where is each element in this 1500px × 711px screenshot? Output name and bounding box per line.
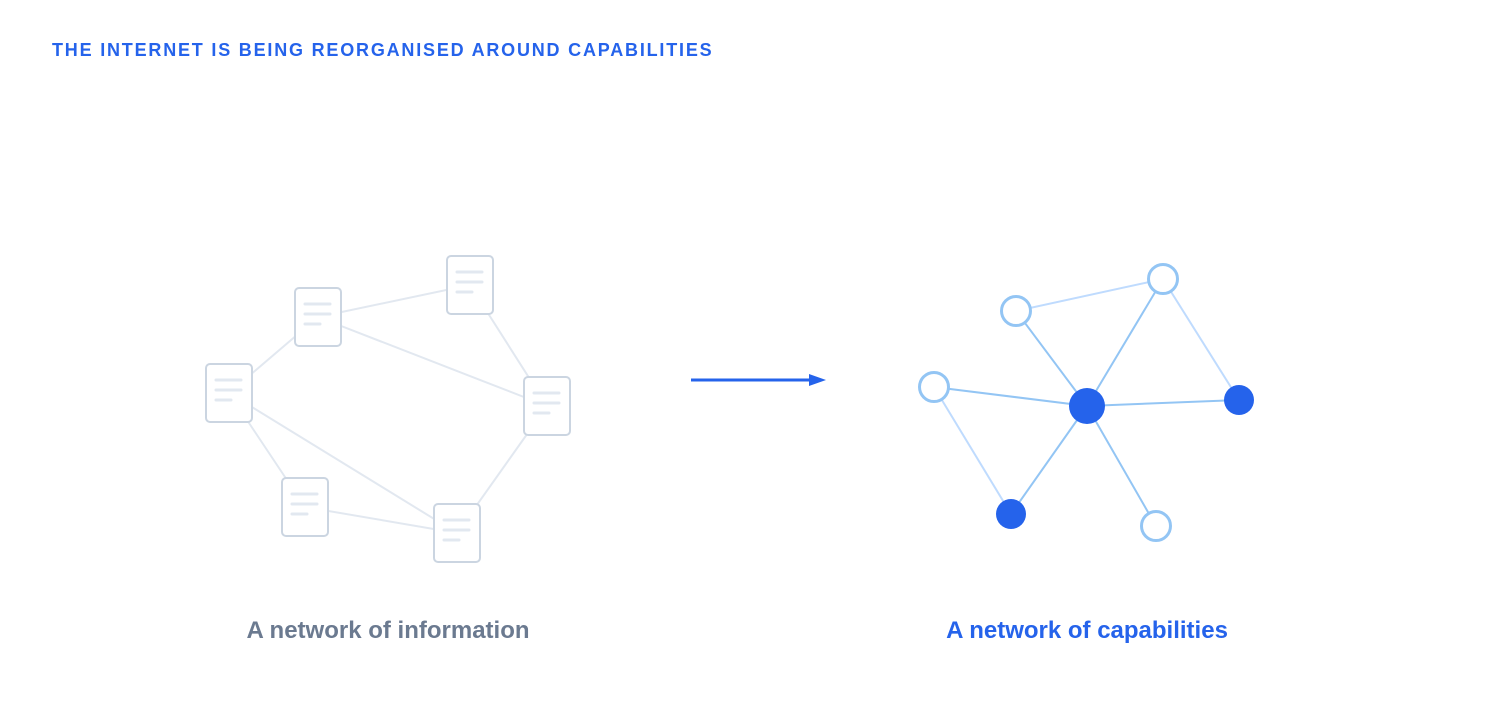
network-edge	[228, 392, 458, 534]
network-edge	[317, 284, 471, 318]
capabilities-network	[918, 263, 1254, 542]
page-title: THE INTERNET IS BEING REORGANISED AROUND…	[52, 40, 714, 60]
capabilities-network-caption: A network of capabilities	[946, 617, 1228, 644]
information-network-caption: A network of information	[246, 617, 530, 644]
network-node-icon	[1000, 295, 1032, 327]
network-edge	[1010, 405, 1088, 515]
network-edge	[1086, 405, 1157, 527]
document-icon	[523, 376, 571, 436]
network-hub-node-icon	[1069, 388, 1105, 424]
document-icon	[281, 477, 329, 537]
network-edge	[1162, 278, 1240, 401]
information-network	[205, 255, 571, 563]
document-icon	[294, 287, 342, 347]
network-node-icon	[1140, 510, 1172, 542]
document-icon	[205, 363, 253, 423]
network-edge	[933, 386, 1088, 407]
network-edge	[1086, 278, 1164, 407]
network-node-icon	[1147, 263, 1179, 295]
network-node-filled-icon	[996, 499, 1026, 529]
network-edge	[317, 316, 548, 407]
document-icon	[446, 255, 494, 315]
network-edge	[1015, 310, 1088, 407]
network-edge	[933, 386, 1012, 515]
document-icon	[433, 503, 481, 563]
information-network-edges	[228, 284, 548, 534]
arrow-right-icon	[691, 374, 826, 386]
network-edge	[304, 506, 458, 534]
network-edge	[1086, 399, 1240, 407]
network-edge	[1015, 278, 1164, 312]
network-node-filled-icon	[1224, 385, 1254, 415]
capabilities-network-edges	[933, 278, 1240, 527]
network-node-icon	[918, 371, 950, 403]
